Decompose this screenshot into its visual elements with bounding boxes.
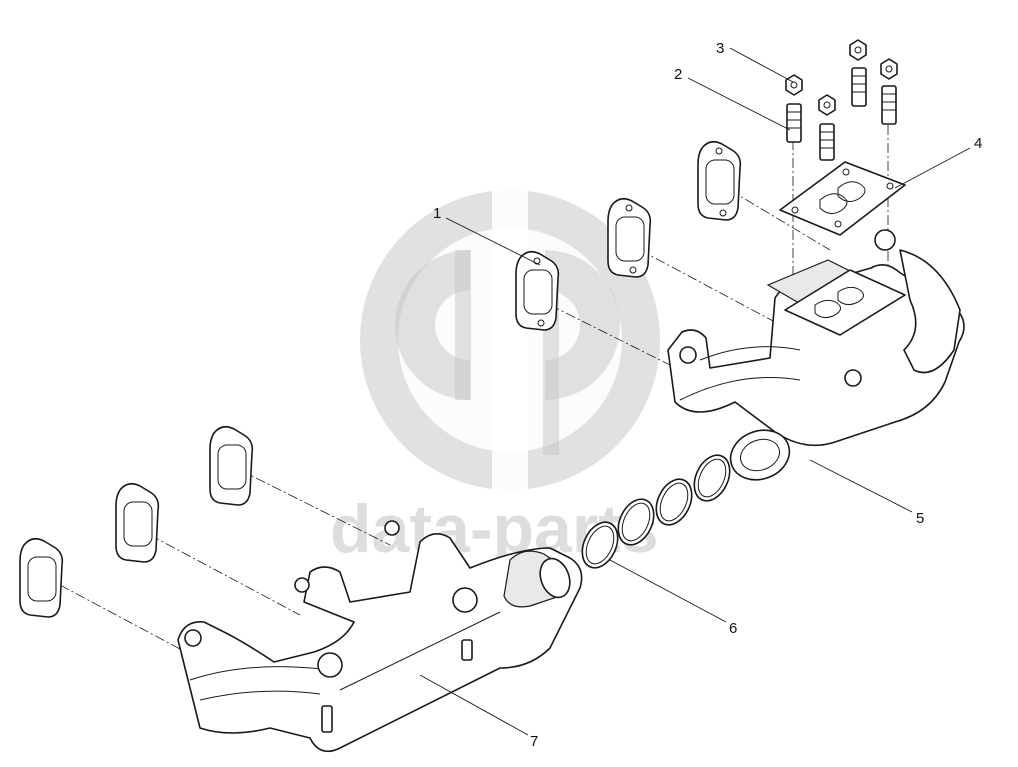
nut-4 [880,58,898,80]
turbo-flange-gasket [779,161,906,236]
gasket-front-3 [209,425,254,506]
callout-2: 2 [674,66,682,83]
stud-3 [851,67,867,107]
callout-6: 6 [729,620,737,637]
callout-1: 1 [433,205,441,222]
nut-1 [785,74,803,96]
gasket-rear-1 [515,250,560,331]
gasket-front-1 [19,537,64,618]
gasket-rear-2 [607,197,652,278]
stud-1 [786,103,802,143]
stud-2 [819,123,835,161]
gasket-front-2 [115,482,160,563]
callout-5: 5 [916,510,924,527]
rear-exhaust-manifold [667,229,965,481]
stud-4 [881,85,897,125]
nut-2 [818,94,836,116]
callout-3: 3 [716,40,724,57]
watermark-logo [360,190,660,490]
o-ring-set [581,454,731,569]
front-exhaust-manifold [177,520,583,753]
leader-lines [419,47,971,736]
callout-4: 4 [974,135,982,152]
nut-3 [849,39,867,61]
gasket-rear-3 [697,140,742,221]
callout-7: 7 [530,733,538,750]
